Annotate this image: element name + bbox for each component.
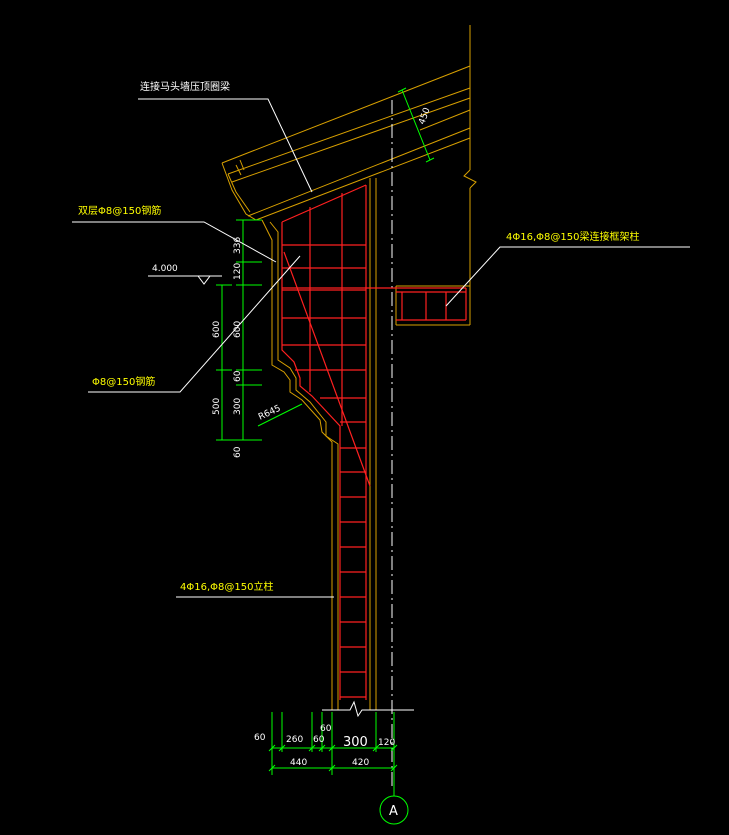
wall-outline	[261, 178, 470, 710]
axis-bubble: A	[379, 775, 409, 825]
note-single-rebar: Φ8@150钢筋	[92, 375, 155, 388]
bottom-dimension-chain	[268, 712, 398, 775]
dim-300: 300	[233, 398, 243, 415]
right-wall-line	[463, 25, 477, 325]
dim-60-upper: 60	[233, 370, 243, 382]
elevation-text: 4.000	[152, 264, 178, 274]
dim-b-120: 120	[378, 738, 395, 748]
dim-b-60-c: 60	[320, 724, 332, 734]
slope-dimension-text: 450	[417, 106, 432, 126]
dim-b-440: 440	[290, 758, 307, 768]
note-ridge-beam: 连接马头墙压顶圈梁	[140, 80, 230, 93]
dim-b-420: 420	[352, 758, 369, 768]
left-dimension-chain	[216, 219, 262, 441]
dim-b-300: 300	[343, 735, 368, 750]
elevation-marker: 4.000	[148, 264, 222, 285]
dim-336: 336	[233, 237, 243, 254]
radius-dimension: R645	[257, 403, 303, 427]
note-double-rebar: 双层Φ8@150钢筋	[78, 204, 161, 217]
slope-dimension	[397, 87, 435, 163]
dim-600-outer: 600	[212, 321, 222, 338]
dim-b-60-a: 60	[254, 733, 266, 743]
note-column: 4Φ16,Φ8@150立柱	[180, 580, 273, 593]
axis-label: A	[389, 804, 398, 819]
dim-600-inner: 600	[233, 321, 243, 338]
annotation-texts: 连接马头墙压顶圈梁 双层Φ8@150钢筋 4Φ16,Φ8@150梁连接框架柱 Φ…	[78, 80, 639, 593]
left-dimension-texts: 336 120 600 600 60 500 300 60	[212, 237, 243, 458]
dim-b-60-b: 60	[313, 735, 325, 745]
dim-b-260: 260	[286, 735, 303, 745]
note-beam-column: 4Φ16,Φ8@150梁连接框架柱	[506, 230, 639, 243]
annotation-leaders	[72, 98, 690, 598]
bottom-dimension-texts: 60 260 60 60 300 120 440 420	[254, 724, 395, 768]
break-line	[322, 700, 414, 718]
dim-500: 500	[212, 398, 222, 415]
dim-60-lower: 60	[233, 446, 243, 458]
rebar-cage	[281, 184, 467, 700]
roof-slab	[221, 65, 471, 221]
dim-120: 120	[233, 263, 243, 280]
